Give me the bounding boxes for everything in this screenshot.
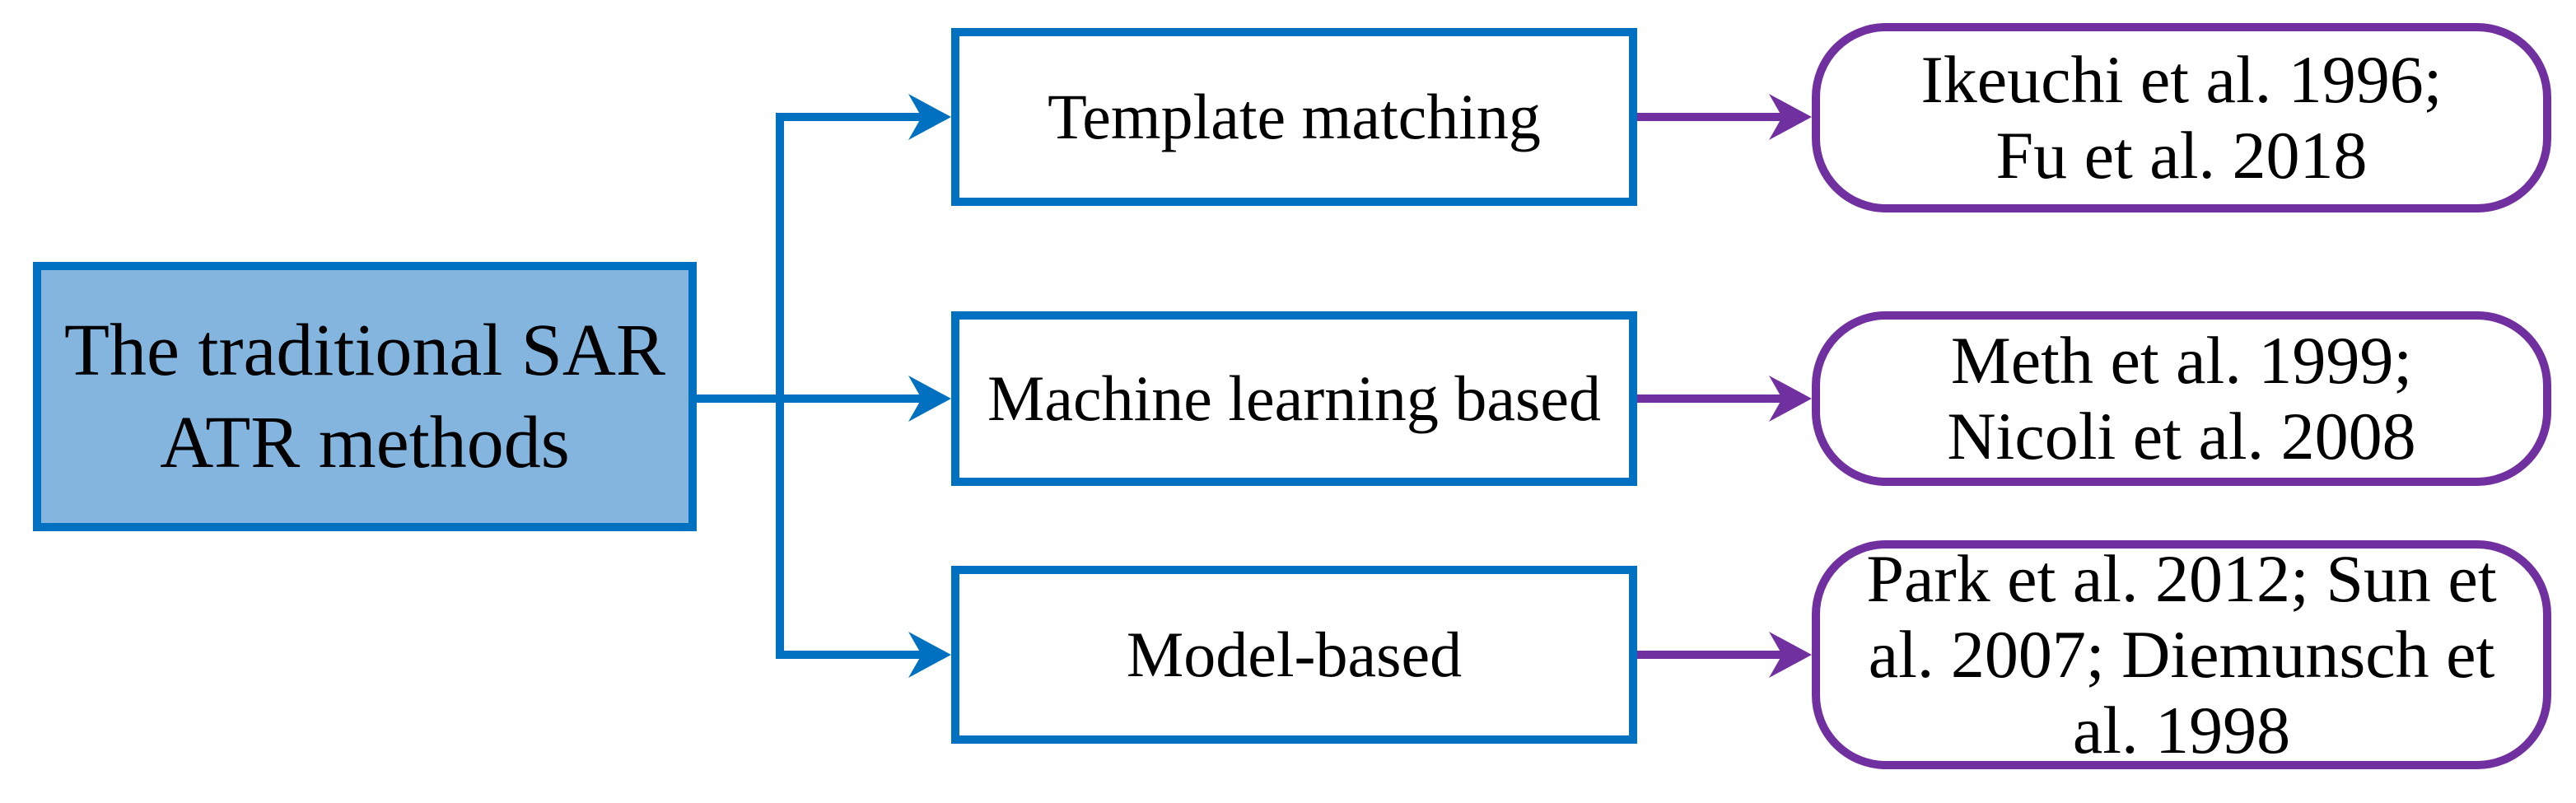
reference-line: al. 2007; Diemunsch et bbox=[1868, 617, 2495, 692]
purple-connector-group bbox=[1637, 94, 1812, 678]
arrowhead-machine-learning-icon bbox=[908, 376, 951, 422]
branch-label-machine-learning-based: Machine learning based bbox=[987, 362, 1602, 434]
reference-node-model-based: Park et al. 2012; Sun et al. 2007; Diemu… bbox=[1812, 540, 2551, 769]
arrowhead-model-based-icon bbox=[908, 632, 951, 678]
node-template-matching: Template matching bbox=[951, 28, 1637, 206]
reference-node-machine-learning-based: Meth et al. 1999; Nicoli et al. 2008 bbox=[1812, 311, 2551, 486]
arrowhead-template-matching-icon bbox=[908, 94, 951, 140]
node-traditional-sar-atr-methods: The traditional SAR ATR methods bbox=[33, 262, 697, 531]
blue-connector-group bbox=[697, 94, 951, 678]
arrowhead-refs-machine-learning-icon bbox=[1769, 376, 1812, 422]
arrowhead-refs-template-matching-icon bbox=[1769, 94, 1812, 140]
branch-label-model-based: Model-based bbox=[1126, 619, 1463, 690]
root-label-line-1: The traditional SAR bbox=[64, 309, 665, 391]
reference-line: al. 1998 bbox=[2072, 693, 2291, 768]
reference-line: Nicoli et al. 2008 bbox=[1947, 399, 2416, 474]
root-label-line-2: ATR methods bbox=[160, 401, 570, 483]
reference-line: Park et al. 2012; Sun et bbox=[1866, 541, 2497, 616]
reference-line: Fu et al. 2018 bbox=[1995, 118, 2368, 193]
arrowhead-refs-model-based-icon bbox=[1769, 632, 1812, 678]
reference-line: Meth et al. 1999; bbox=[1950, 323, 2413, 398]
reference-node-template-matching: Ikeuchi et al. 1996; Fu et al. 2018 bbox=[1812, 23, 2551, 212]
branch-label-template-matching: Template matching bbox=[1048, 81, 1541, 152]
reference-line: Ikeuchi et al. 1996; bbox=[1920, 42, 2443, 117]
node-machine-learning-based: Machine learning based bbox=[951, 311, 1637, 486]
node-model-based: Model-based bbox=[951, 566, 1637, 744]
